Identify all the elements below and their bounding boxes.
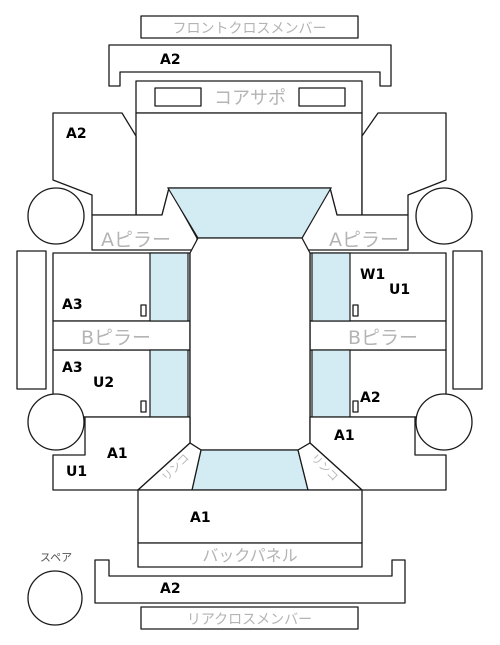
roof-panel (189, 237, 311, 451)
side-window-right-front (311, 252, 351, 322)
front-wheel-right (415, 187, 473, 245)
door-handle-right-front (352, 304, 359, 317)
side-window-right-rear (311, 349, 351, 418)
rear-quarter-left (52, 416, 191, 491)
right-rear-door-code: A2 (360, 390, 381, 406)
spare-tire (27, 570, 83, 626)
side-window-left-rear (149, 349, 189, 418)
a-pillar-right-label: Aピラー (329, 229, 399, 251)
rear-wheel-right (415, 393, 473, 451)
spare-tire-label: スペア (40, 551, 72, 564)
trunk-lid-code: A1 (190, 510, 211, 526)
a-pillar-left-label: Aピラー (101, 229, 171, 251)
right-front-door-code-2: U1 (389, 282, 410, 298)
side-sill-left (16, 250, 47, 390)
rear-bumper-code: A2 (160, 581, 181, 597)
front-fender-left-code: A2 (66, 126, 87, 142)
trunk-lid (137, 489, 363, 544)
door-handle-right-rear (352, 400, 359, 413)
rear-quarter-left-code-2: U1 (66, 464, 87, 480)
b-pillar-right-label: Bピラー (348, 327, 418, 349)
door-handle-left-rear (140, 400, 147, 413)
left-rear-door-code-1: A3 (62, 360, 83, 376)
core-support-label: コアサポ (214, 88, 286, 109)
rear-cross-member-box (140, 606, 359, 630)
left-front-door-code: A3 (62, 297, 83, 313)
headlight-right (298, 87, 346, 107)
rear-quarter-right-code: A1 (334, 428, 355, 444)
rear-bumper-outline (94, 559, 406, 604)
back-panel-label: バックパネル (202, 546, 297, 565)
door-handle-left-front (140, 304, 147, 317)
front-cross-member-label: フロントクロスメンバー (173, 21, 327, 37)
rear-wheel-left (27, 393, 85, 451)
back-panel-box (137, 542, 363, 568)
right-front-door-code-1: W1 (360, 267, 385, 283)
headlight-left (154, 87, 202, 107)
front-bumper-outline (108, 44, 392, 87)
rear-window (191, 449, 309, 491)
rear-quarter-left-code-1: A1 (107, 446, 128, 462)
rear-cross-member-label: リアクロスメンバー (187, 612, 312, 628)
front-bumper-code: A2 (160, 52, 181, 68)
side-sill-right (452, 250, 483, 390)
left-rear-door-code-2: U2 (93, 375, 114, 391)
rear-quarter-right (309, 416, 447, 491)
a-pillar-left-shape (91, 187, 198, 251)
front-cross-member-box (140, 15, 359, 39)
side-window-left-front (149, 252, 189, 322)
b-pillar-left-label: Bピラー (81, 327, 151, 349)
front-wheel-left (27, 187, 85, 245)
b-pillar-right-box (309, 320, 447, 351)
